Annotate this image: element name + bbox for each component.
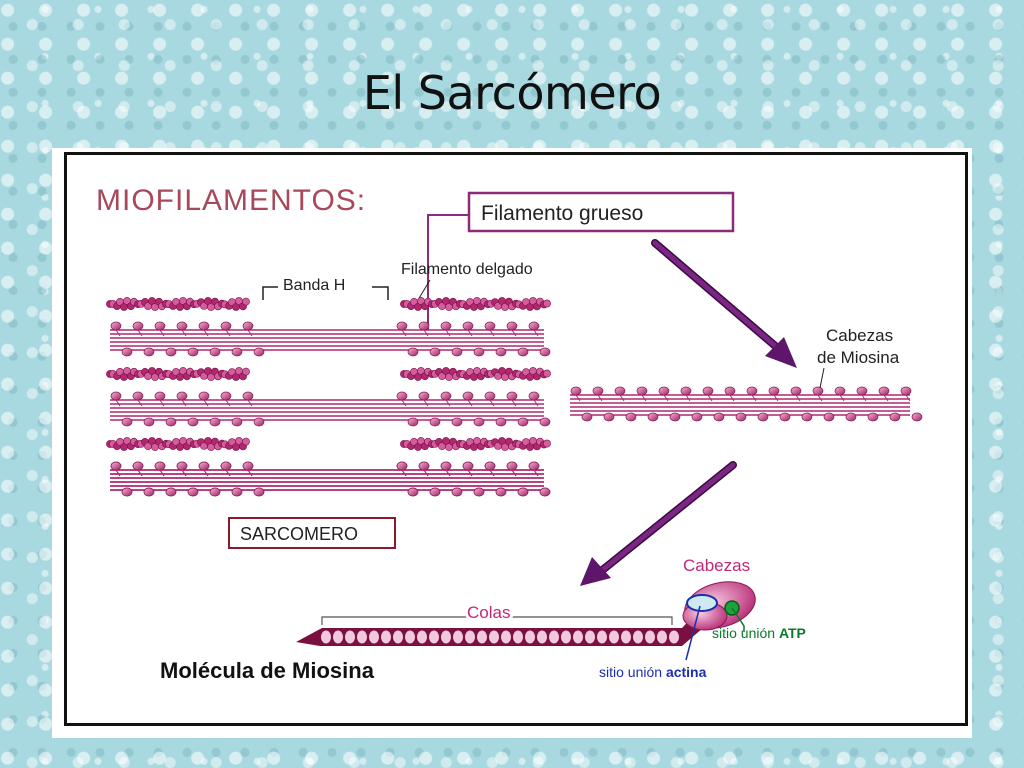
myosin-heads-label-line2: de Miosina [817, 348, 900, 367]
arrow-to-thick-filament [651, 239, 797, 368]
tail-coil [632, 629, 644, 645]
h-band-bracket [262, 286, 389, 300]
tail-coil [644, 629, 656, 645]
sarcomere-filament-rows [106, 297, 551, 497]
atp-site-label: sitio unión ATP [712, 625, 806, 641]
tail-coil [668, 629, 680, 645]
tail-coil [440, 629, 452, 645]
tail-coil [368, 629, 380, 645]
tail-coil [608, 629, 620, 645]
tail-coil [380, 629, 392, 645]
tail-coil [536, 629, 548, 645]
miofilamentos-heading: MIOFILAMENTOS: [96, 184, 366, 217]
sarcomere-label-box [228, 517, 396, 549]
thin-filament-right-0 [400, 297, 551, 311]
tails-bracket [321, 616, 673, 625]
tail-coil [476, 629, 488, 645]
h-band-label: Banda H [283, 277, 345, 294]
tail-coil [416, 629, 428, 645]
tail-coil [596, 629, 608, 645]
tail-coil [464, 629, 476, 645]
thick-filament-1 [110, 391, 551, 427]
tail-coil [560, 629, 572, 645]
tail-coil [488, 629, 500, 645]
tail-coil [548, 629, 560, 645]
thin-filament-right-2 [400, 437, 551, 451]
tail-coil [392, 629, 404, 645]
sarcomere-label: SARCOMERO [240, 524, 358, 544]
diagram-frame [64, 152, 968, 726]
actin-binding-site [686, 594, 718, 612]
atp-pointer [731, 607, 745, 632]
myosin-heads-pointer [819, 367, 825, 389]
myosin-molecule-label: Molécula de Miosina [160, 658, 375, 683]
myosin-heads-label-line1: Cabezas [826, 326, 893, 345]
thick-filament-pointer [427, 214, 469, 330]
thick-filament-0 [110, 321, 551, 357]
tail-coil [620, 629, 632, 645]
tails-label: Colas [467, 603, 510, 622]
myosin-molecule: Colas Cabezas sitio unión ATP sitio unió… [296, 556, 806, 680]
thick-filament-extra [110, 461, 551, 497]
thick-filament-label: Filamento grueso [481, 202, 643, 225]
tail-coil [356, 629, 368, 645]
thin-filament-left-0 [106, 297, 250, 311]
tail-coil [320, 629, 332, 645]
tail-coil [452, 629, 464, 645]
thin-filament-label: Filamento delgado [401, 261, 533, 278]
actin-site-label: sitio unión actina [599, 664, 707, 680]
isolated-thick-filament [570, 386, 923, 422]
tail-coil [344, 629, 356, 645]
slide-title: El Sarcómero [362, 66, 662, 120]
thin-filament-left-1 [106, 367, 250, 381]
tail-coil [524, 629, 536, 645]
tail-coil [332, 629, 344, 645]
tail-coil [572, 629, 584, 645]
tail-coil [512, 629, 524, 645]
thin-filament-left-2 [106, 437, 250, 451]
arrow-to-myosin-molecule [580, 461, 737, 586]
tail-coil [404, 629, 416, 645]
tail-coil [656, 629, 668, 645]
tail-coil [500, 629, 512, 645]
thick-filament-isolated [570, 386, 923, 422]
heads-label: Cabezas [683, 556, 750, 575]
myosin-tail-coils [320, 629, 680, 645]
thick-filament-label-box [467, 191, 735, 233]
thin-filament-pointer [417, 279, 431, 301]
tail-coil [584, 629, 596, 645]
actin-pointer [685, 605, 701, 661]
tail-coil [428, 629, 440, 645]
thin-filament-right-1 [400, 367, 551, 381]
